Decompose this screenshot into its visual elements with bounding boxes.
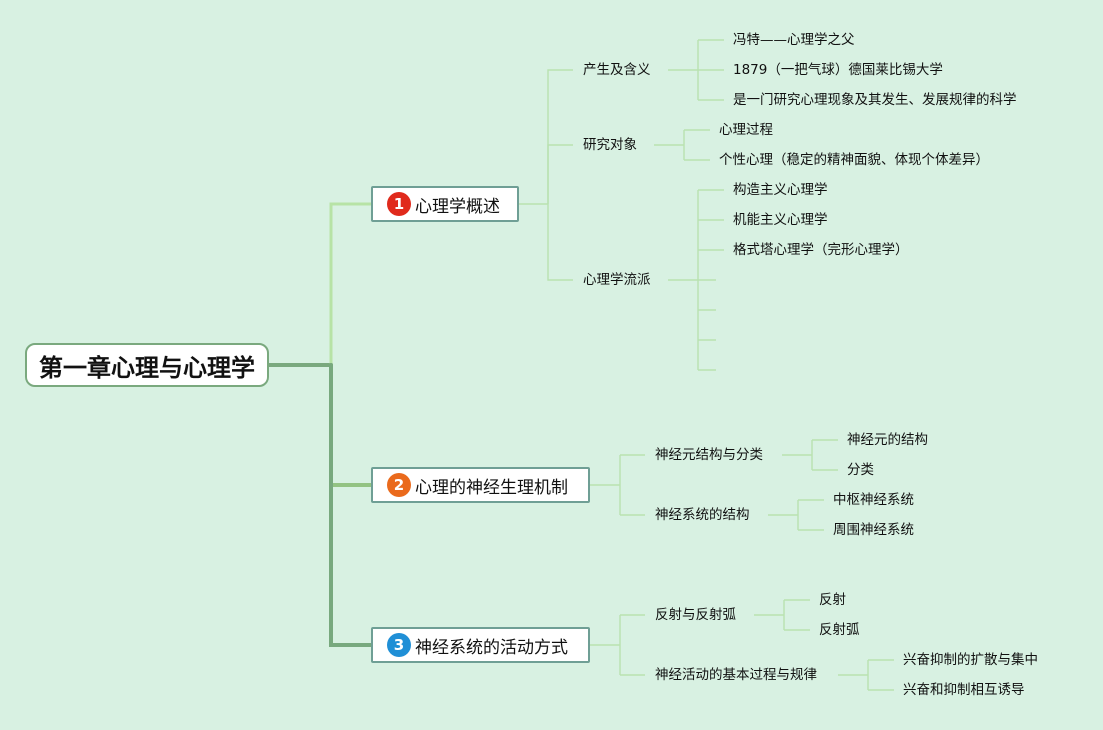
leaf-topic[interactable]: 机能主义心理学 <box>733 212 828 228</box>
sub-2-2-to-leaves <box>797 499 824 531</box>
leaf-topic[interactable]: 中枢神经系统 <box>833 492 914 508</box>
leaf-topic[interactable]: 格式塔心理学（完形心理学） <box>733 242 909 258</box>
subtopic[interactable]: 神经元结构与分类 <box>655 447 763 463</box>
leaf-topic[interactable]: 个性心理（稳定的精神面貌、体现个体差异） <box>719 152 989 168</box>
branch-topic-2[interactable]: 2 心理的神经生理机制 <box>371 467 590 503</box>
leaf-topic[interactable]: 反射弧 <box>819 622 860 638</box>
branch-1-connectors <box>519 39 724 371</box>
root-connectors <box>267 202 373 647</box>
leaf-topic[interactable]: 心理过程 <box>719 122 773 138</box>
subtopic[interactable]: 神经系统的结构 <box>655 507 750 523</box>
branch-1-to-sub-2 <box>547 144 573 204</box>
leaf-topic[interactable]: 是一门研究心理现象及其发生、发展规律的科学 <box>733 92 1017 108</box>
branch-1-to-sub-1 <box>547 69 573 204</box>
subtopic[interactable]: 神经活动的基本过程与规律 <box>655 667 817 683</box>
leaf-topic[interactable]: 1879（一把气球）德国莱比锡大学 <box>733 62 943 78</box>
sub-2-1-to-leaves <box>811 439 838 471</box>
branch-label: 心理学概述 <box>415 196 500 217</box>
sub-3-1-to-leaves <box>783 599 810 631</box>
leaf-topic[interactable]: 构造主义心理学 <box>733 182 828 198</box>
root-to-branch-1 <box>329 202 373 367</box>
leaf-topic[interactable]: 兴奋抑制的扩散与集中 <box>903 652 1038 668</box>
branch-topic-1[interactable]: 1 心理学概述 <box>371 186 519 222</box>
leaf-topic[interactable]: 神经元的结构 <box>847 432 928 448</box>
subtopic[interactable]: 心理学流派 <box>583 272 651 288</box>
sub-3-2-to-leaves <box>867 659 894 691</box>
root-to-branch-3 <box>329 363 373 647</box>
branch-3-to-subs <box>619 614 645 676</box>
leaf-topic[interactable]: 周围神经系统 <box>833 522 914 538</box>
subtopic[interactable]: 反射与反射弧 <box>655 607 736 623</box>
branch-label: 心理的神经生理机制 <box>415 477 568 498</box>
leaf-topic[interactable]: 反射 <box>819 592 846 608</box>
branch-1-to-sub-3 <box>547 204 573 281</box>
sub-1-1-to-leaves <box>697 39 724 101</box>
leaf-topic[interactable]: 兴奋和抑制相互诱导 <box>903 682 1025 698</box>
sub-1-2-to-leaves <box>683 129 710 161</box>
number-badge-1: 1 <box>387 192 411 216</box>
subtopic[interactable]: 产生及含义 <box>583 62 651 78</box>
leaf-topic[interactable]: 冯特——心理学之父 <box>733 32 855 48</box>
subtopic[interactable]: 研究对象 <box>583 137 637 153</box>
branch-3-connectors <box>590 599 894 691</box>
root-topic[interactable]: 第一章心理与心理学 <box>25 343 269 387</box>
number-badge-2: 2 <box>387 473 411 497</box>
branch-2-to-subs <box>619 454 645 516</box>
root-to-branch-2 <box>329 363 373 487</box>
branch-topic-3[interactable]: 3 神经系统的活动方式 <box>371 627 590 663</box>
leaf-topic[interactable]: 分类 <box>847 462 874 478</box>
sub-1-3-to-leaves <box>697 189 724 371</box>
branch-label: 神经系统的活动方式 <box>415 637 568 658</box>
number-badge-3: 3 <box>387 633 411 657</box>
branch-2-connectors <box>590 439 838 531</box>
